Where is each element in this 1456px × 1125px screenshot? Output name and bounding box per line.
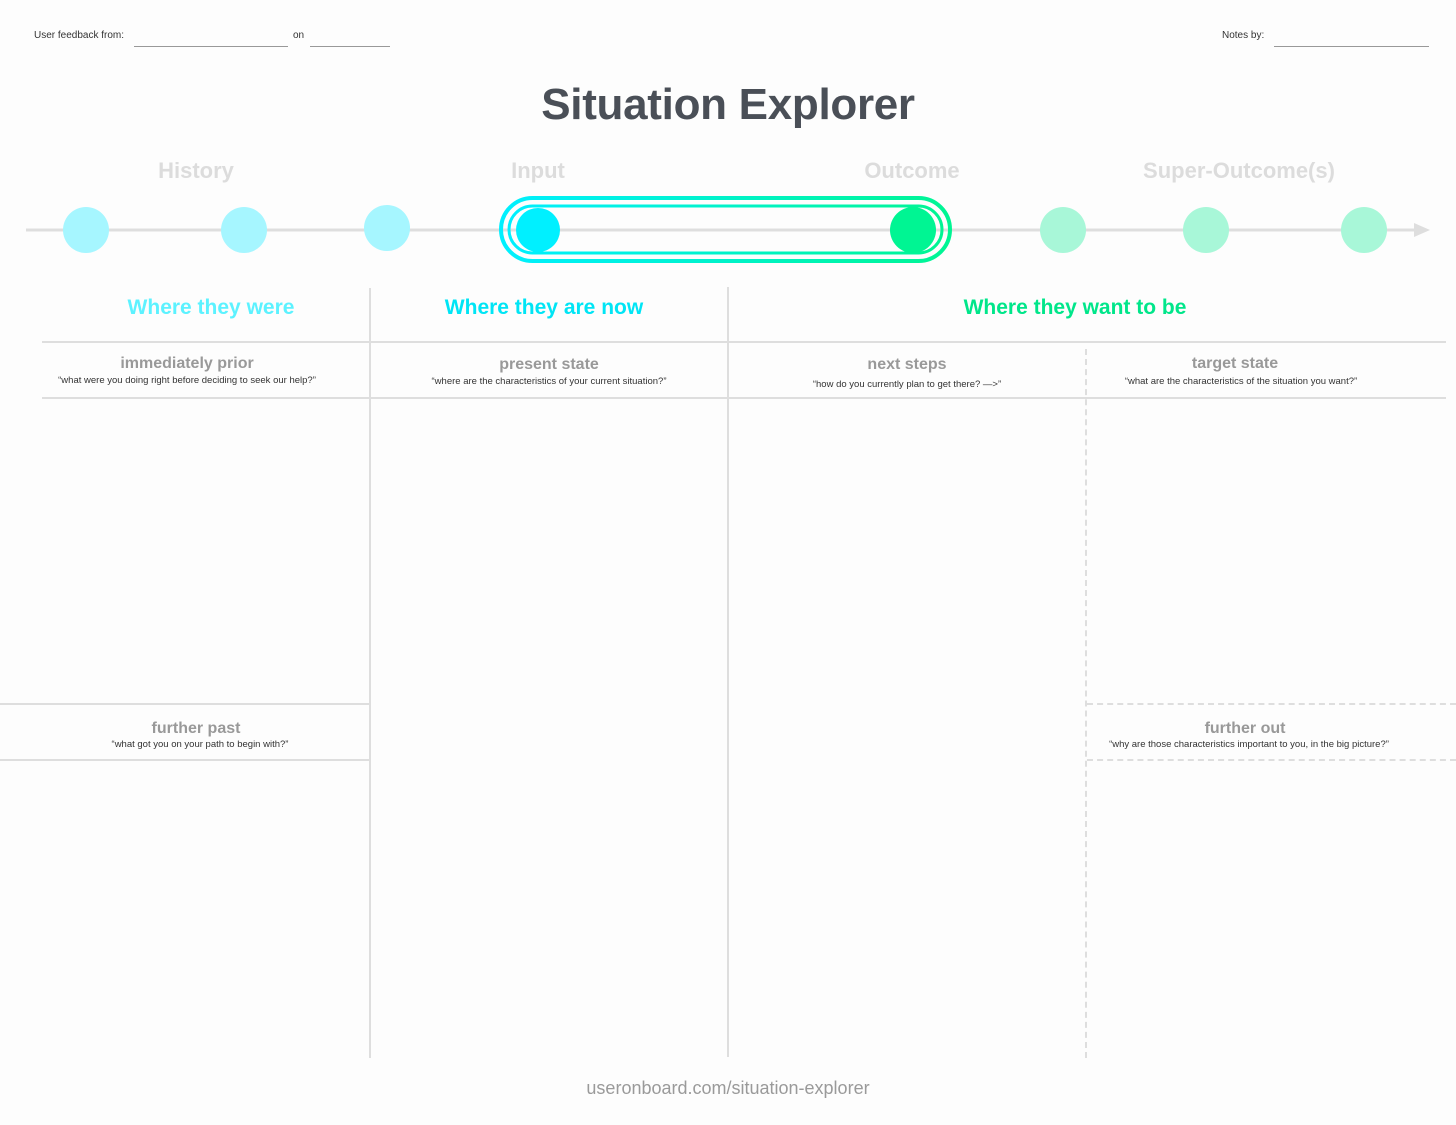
date-field[interactable] [310,46,390,47]
divider-now-want [727,287,729,1057]
section-question-target-state: “what are the characteristics of the sit… [1124,376,1358,387]
page-title: Situation Explorer [541,80,915,129]
footer-url[interactable]: useronboard.com/situation-explorer [586,1078,870,1098]
column-heading-were: Where they were [127,296,295,319]
section-question-immediately-prior: “what were you doing right before decidi… [58,375,316,386]
section-title-present-state: present state [499,356,599,373]
column-heading-now: Where they are now [444,296,644,319]
outcome-dot [890,207,936,253]
phase-super-outcomes: Super-Outcome(s) [1143,158,1335,183]
history-dot-1 [63,207,109,253]
further-past-area[interactable] [0,762,368,1058]
next-steps-area[interactable] [730,400,1084,1058]
notes-by-label: Notes by: [1222,30,1265,41]
further-past-bottom-line [0,759,369,761]
further-past-top-line [0,703,369,705]
divider-were-now [369,288,371,1058]
section-title-further-out: further out [1204,720,1286,737]
phase-outcome: Outcome [864,158,960,183]
section-question-present-state: “where are the characteristics of your c… [431,376,667,387]
phase-input: Input [511,158,565,183]
immediately-prior-area[interactable] [42,400,368,702]
history-dot-3 [364,205,410,251]
user-feedback-field[interactable] [134,46,288,47]
date-label: on [293,30,305,41]
section-question-next-steps: “how do you currently plan to get there?… [812,379,1002,390]
column-heading-want: Where they want to be [963,296,1187,319]
further-out-area[interactable] [1088,762,1446,1058]
further-out-top-line [1087,703,1456,705]
current-window-outer [499,196,952,263]
section-title-further-past: further past [151,720,241,737]
present-state-area[interactable] [372,400,726,1058]
input-dot [516,208,560,252]
notes-by-field[interactable] [1274,46,1429,47]
user-feedback-label: User feedback from: [34,30,125,41]
divider-next-target [1085,349,1087,1058]
timeline-arrow-icon [1414,223,1430,237]
section-title-target-state: target state [1191,355,1279,372]
history-dot-2 [221,207,267,253]
phase-history: History [158,158,234,183]
section-question-further-out: “why are those characteristics important… [1109,739,1389,750]
timeline [26,196,1430,263]
section-title-immediately-prior: immediately prior [120,355,254,372]
section-question-further-past: “what got you on your path to begin with… [111,739,289,750]
super-outcome-dot-2 [1183,207,1229,253]
section-title-next-steps: next steps [867,356,947,373]
section-header-top-line [42,341,1446,343]
current-window-inner [507,204,944,255]
super-outcome-dot-3 [1341,207,1387,253]
super-outcome-dot-1 [1040,207,1086,253]
further-out-bottom-line [1087,759,1456,761]
section-header-bottom-line [42,397,1446,399]
target-state-area[interactable] [1088,400,1446,702]
